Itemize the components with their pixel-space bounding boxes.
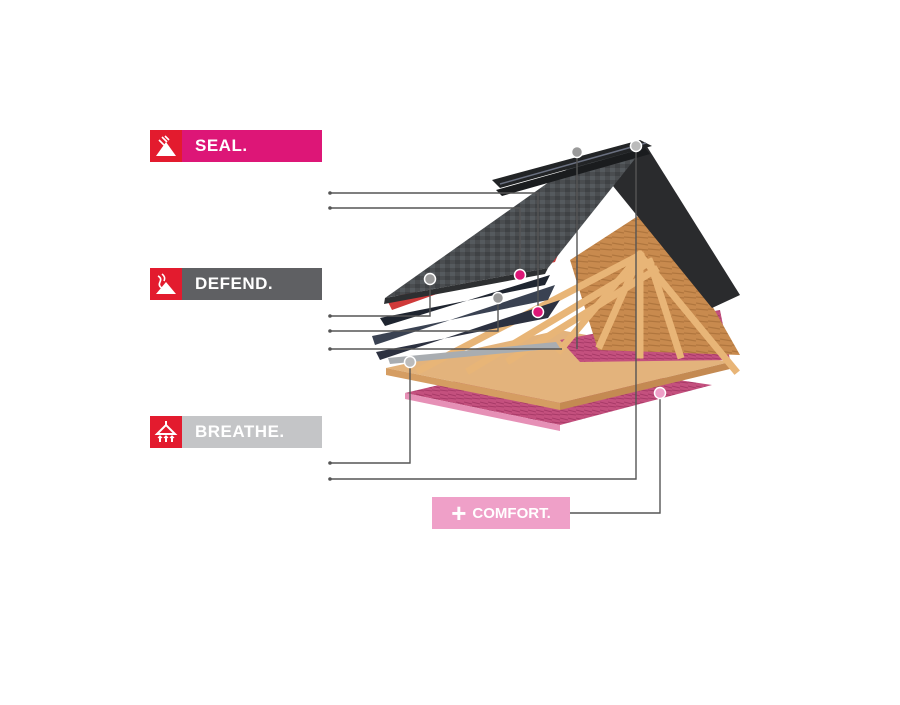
ceiling-insulation-edge bbox=[405, 393, 560, 431]
roof-shingle-right bbox=[600, 145, 740, 308]
underlayment-layer-2 bbox=[380, 275, 550, 326]
breathe-vent-icon bbox=[150, 416, 182, 448]
plus-icon: + bbox=[451, 498, 467, 528]
defend-label-text: DEFEND. bbox=[182, 268, 322, 300]
callout-lines bbox=[330, 146, 661, 514]
comfort-label: + COMFORT. bbox=[432, 497, 570, 529]
drip-edge bbox=[388, 342, 560, 364]
ridge-cap bbox=[496, 148, 650, 196]
ice-water-barrier bbox=[376, 300, 560, 360]
breathe-label-text: BREATHE. bbox=[182, 416, 322, 448]
callout-dots bbox=[403, 139, 667, 400]
defend-label: DEFEND. bbox=[150, 268, 322, 300]
comfort-label-text: COMFORT. bbox=[472, 504, 551, 522]
callout-endpoints bbox=[328, 191, 332, 481]
breathe-label: BREATHE. bbox=[150, 416, 322, 448]
shingle-edge bbox=[384, 268, 548, 304]
seal-label-text: SEAL. bbox=[182, 130, 322, 162]
defend-shield-icon bbox=[150, 268, 182, 300]
underlayment-layer-1 bbox=[372, 285, 555, 345]
roof-shingle-left bbox=[385, 145, 646, 298]
seal-label: SEAL. bbox=[150, 130, 322, 162]
seal-layers-icon bbox=[150, 130, 182, 162]
